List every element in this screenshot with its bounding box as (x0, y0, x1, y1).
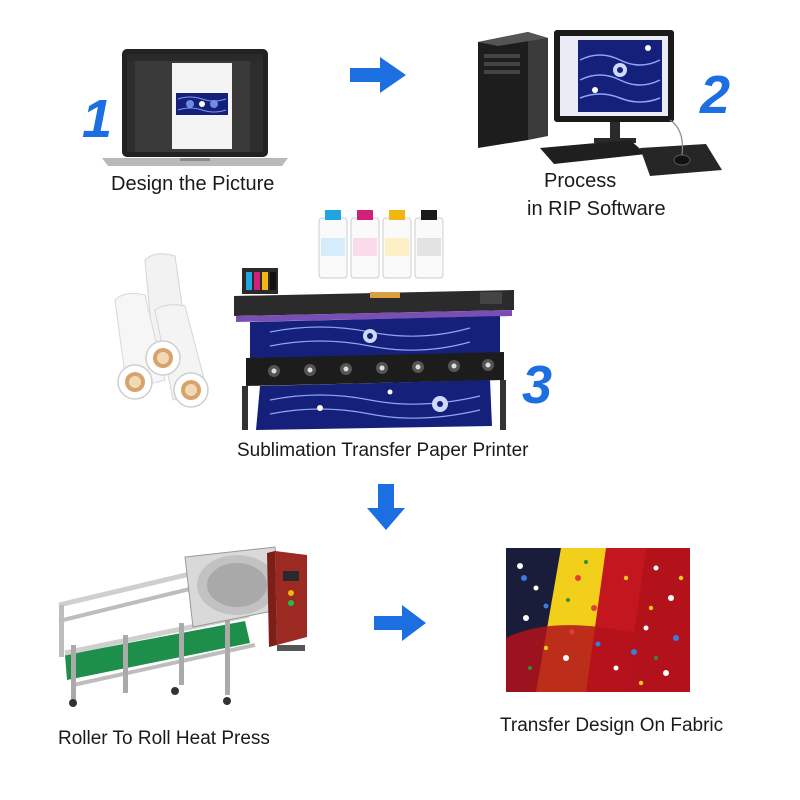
step-3-number: 3 (522, 355, 553, 415)
step-4-heat-press (45, 545, 320, 720)
step-4-label: Roller To Roll Heat Press (58, 728, 270, 749)
step-1-number: 1 (82, 89, 113, 149)
step-2-label-line1: Process (544, 170, 617, 192)
desktop-computer-icon (478, 30, 722, 176)
step-3-ink-bottles (315, 208, 450, 280)
heat-press-icon (58, 546, 307, 707)
step-2-label-line2: in RIP Software (527, 198, 666, 220)
printer-icon (234, 268, 514, 430)
step-2-number: 2 (700, 65, 731, 125)
fabric-icon (506, 548, 690, 692)
step-1-label: Design the Picture (111, 173, 275, 195)
laptop-icon (102, 49, 288, 166)
arrow-right-icon (374, 605, 426, 641)
step-3-label: Sublimation Transfer Paper Printer (237, 440, 529, 461)
arrow-1 (348, 55, 408, 95)
arrow-right-icon (350, 57, 406, 93)
step-3-printer (230, 262, 520, 432)
step-1-laptop (100, 45, 290, 170)
step-5-label: Transfer Design On Fabric (500, 715, 724, 736)
arrow-down-icon (367, 484, 405, 530)
step-5-fabric (506, 548, 690, 692)
step-2-computer (470, 20, 730, 185)
arrow-2 (365, 482, 407, 532)
ink-bottles-icon (318, 210, 444, 279)
step-3-paper-rolls (95, 250, 230, 420)
arrow-3 (372, 603, 428, 643)
paper-roll-icon (114, 253, 209, 408)
